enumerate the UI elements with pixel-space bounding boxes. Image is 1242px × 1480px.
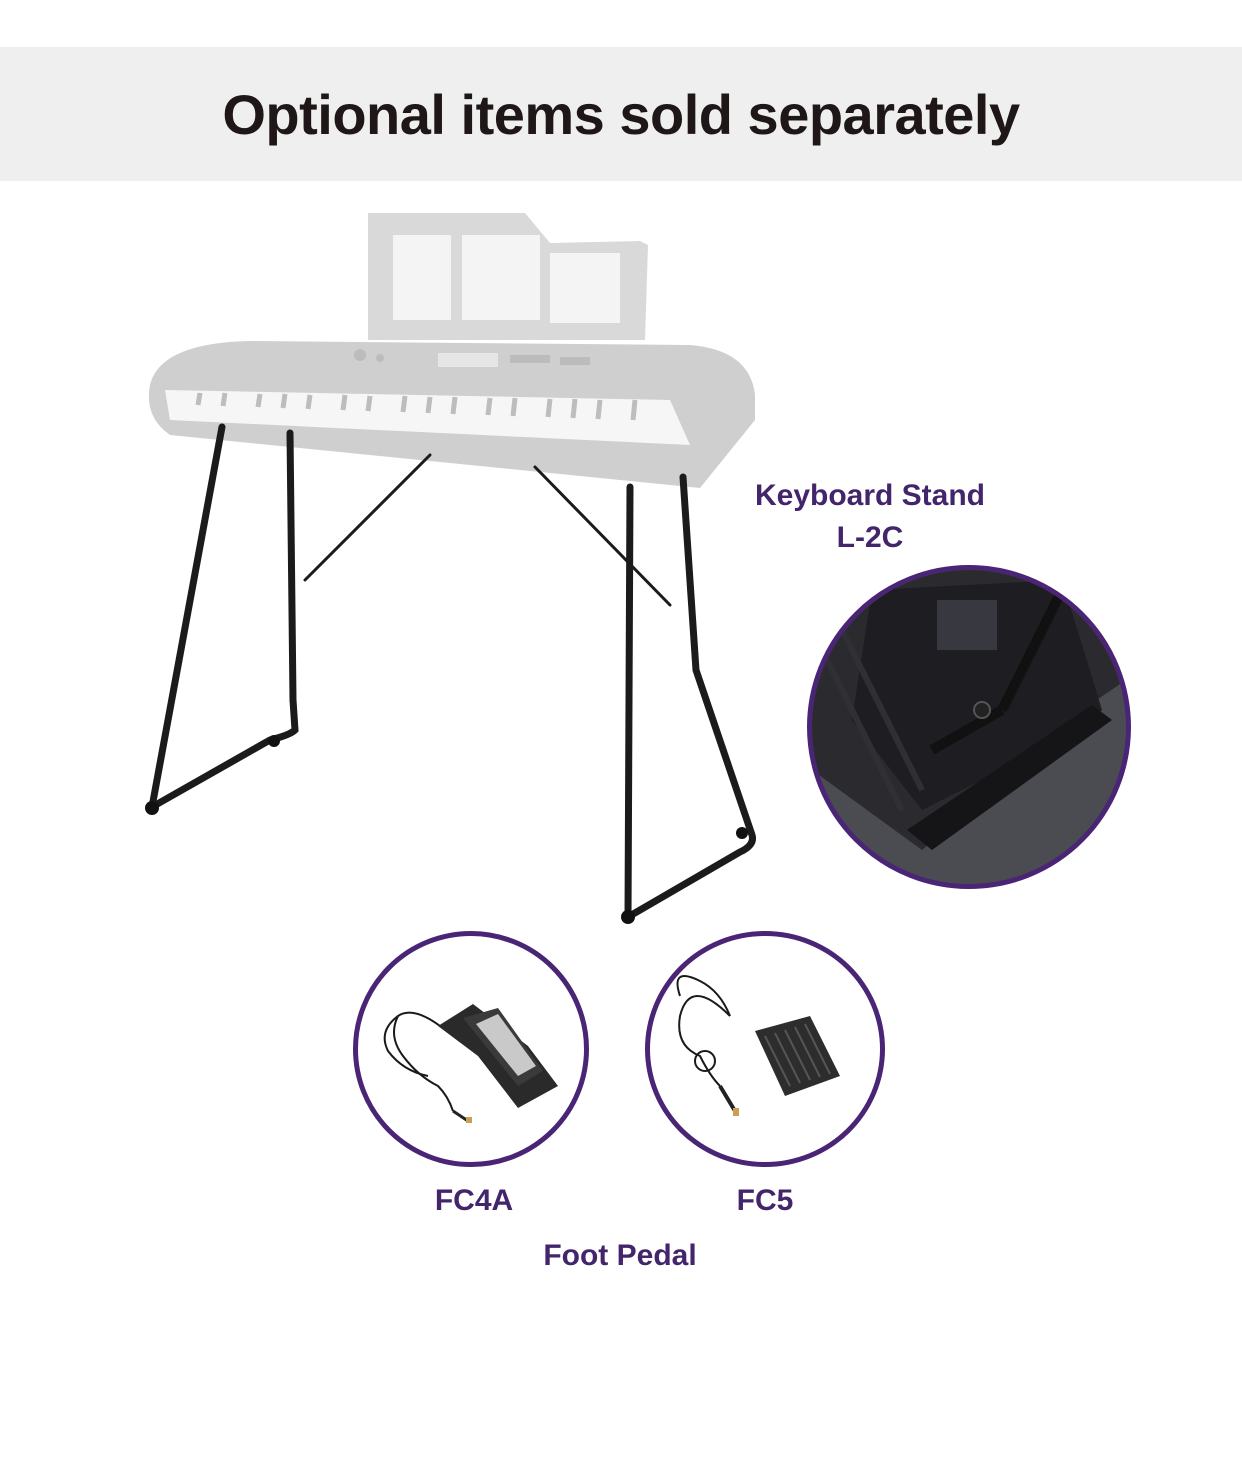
stand-detail-photo (807, 565, 1131, 889)
fc5-label: FC5 (736, 1184, 794, 1217)
page-title: Optional items sold separately (222, 82, 1020, 146)
fc4a-label: FC4A (434, 1184, 514, 1217)
header-banner: Optional items sold separately (0, 47, 1242, 181)
fc4a-pedal-photo (353, 931, 589, 1167)
music-rest (368, 213, 648, 340)
fc5-pedal-photo (645, 931, 885, 1167)
stand-name: Keyboard Stand (754, 479, 986, 512)
black-keys (195, 392, 638, 421)
keyboard-stand-illustration (145, 213, 756, 924)
foot-pedal-label: Foot Pedal (543, 1239, 697, 1272)
stand-model: L-2C (836, 521, 904, 554)
stand-label: Keyboard Stand L-2C (730, 475, 1010, 559)
stand-frame (148, 423, 756, 921)
keyboard-body (148, 341, 755, 488)
